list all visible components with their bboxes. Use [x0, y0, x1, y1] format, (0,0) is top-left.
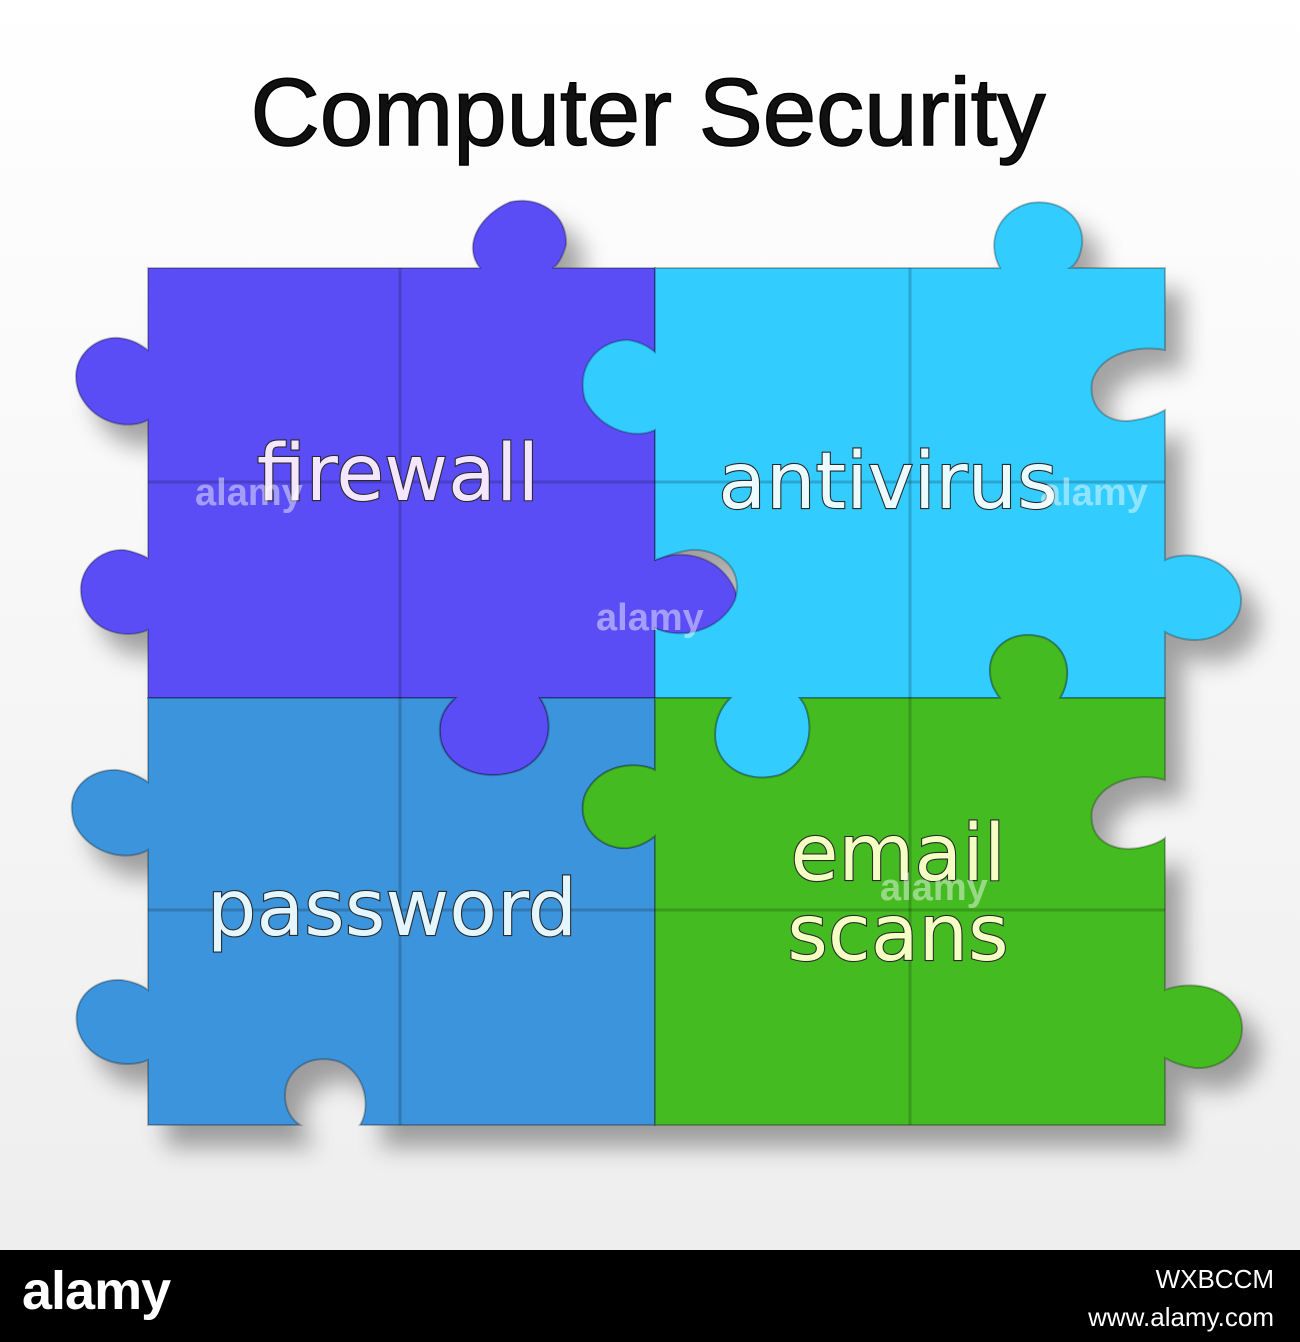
puzzle-illustration: Computer Security firewall antivirus pas… [0, 0, 1300, 1250]
watermarks: alamy alamy alamy alamy [195, 472, 1148, 909]
puzzle-piece-email-scans [581, 634, 1243, 1126]
footer-bar: alamy WXBCCM www.alamy.com [0, 1250, 1300, 1342]
piece-label-line: antivirus [718, 437, 1057, 527]
piece-label-line: firewall [257, 429, 539, 519]
puzzle-piece-password [70, 697, 656, 1126]
piece-label-antivirus: antivirus [718, 437, 1057, 527]
piece-shape [70, 697, 656, 1126]
title: Computer Security [251, 59, 1046, 166]
piece-seams [148, 268, 1165, 1125]
image-id: WXBCCM [1155, 1264, 1274, 1294]
watermark: alamy [1040, 472, 1148, 514]
piece-shape [581, 634, 1243, 1126]
footer-url: www.alamy.com [1088, 1302, 1274, 1332]
piece-label-firewall: firewall [257, 429, 539, 519]
piece-label-line: email [790, 809, 1005, 899]
footer-logo: alamy [22, 1261, 171, 1321]
piece-label-password: password [207, 864, 577, 954]
piece-label-line: password [207, 864, 577, 954]
piece-label-line: scans [787, 889, 1008, 979]
puzzle-board [70, 199, 1243, 1126]
watermark: alamy [596, 597, 704, 639]
watermark: alamy [195, 472, 303, 514]
watermark: alamy [880, 867, 988, 909]
